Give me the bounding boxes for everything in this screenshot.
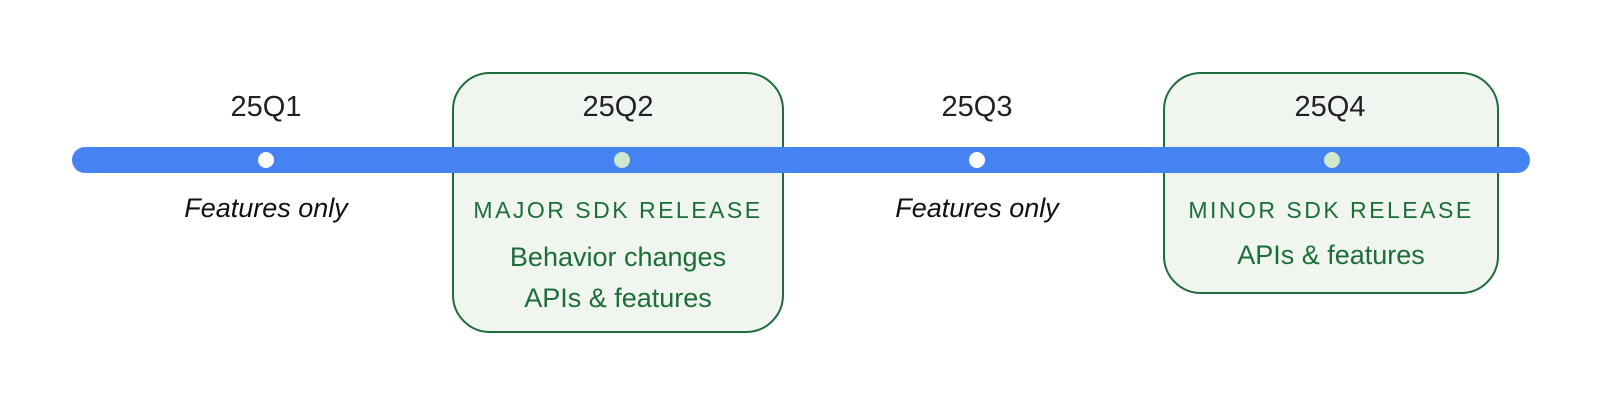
quarter-label-25q1: 25Q1 <box>230 91 302 123</box>
timeline-bar <box>72 147 1530 173</box>
quarter-label-25q2: 25Q2 <box>582 91 654 123</box>
release-detail-apis-features-q4: APIs & features <box>1237 240 1425 270</box>
release-heading-25q2: MAJOR SDK RELEASE <box>473 197 763 223</box>
milestone-dot-25q2 <box>614 152 630 168</box>
milestone-dot-25q3 <box>969 152 985 168</box>
quarter-label-25q3: 25Q3 <box>941 91 1013 123</box>
release-box-25q2 <box>452 72 784 333</box>
quarter-label-25q4: 25Q4 <box>1294 91 1366 123</box>
note-features-only-25q1: Features only <box>184 193 348 223</box>
milestone-dot-25q4 <box>1324 152 1340 168</box>
release-heading-25q4: MINOR SDK RELEASE <box>1188 197 1474 223</box>
release-box-25q4 <box>1163 72 1499 294</box>
note-features-only-25q3: Features only <box>895 193 1059 223</box>
release-detail-behavior-changes: Behavior changes <box>509 242 727 272</box>
milestone-dot-25q1 <box>258 152 274 168</box>
release-detail-apis-features-q2: APIs & features <box>524 283 712 313</box>
